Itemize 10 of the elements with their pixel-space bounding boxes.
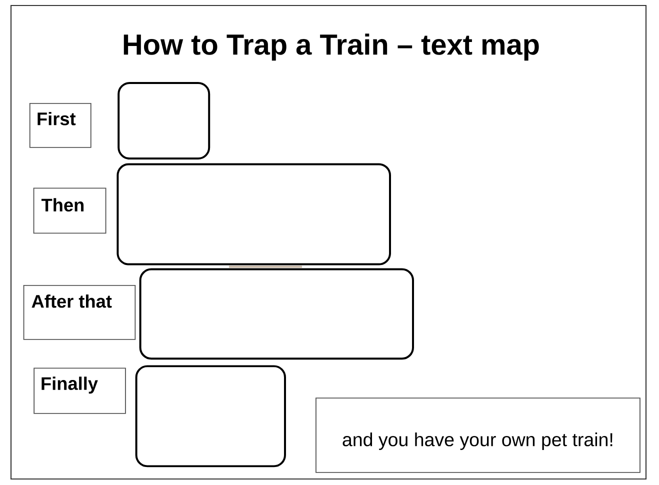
label-box: Finally <box>34 368 126 414</box>
answer-box <box>118 82 210 160</box>
text-box: and you have your own pet train! <box>316 398 640 473</box>
label-box: After that <box>23 285 136 340</box>
title: How to Trap a Train – text map <box>124 34 539 61</box>
answer-box <box>139 268 414 360</box>
label-box: First <box>29 103 92 148</box>
answer-box <box>116 163 391 266</box>
label-box: Then <box>33 188 106 234</box>
answer-box <box>135 365 286 468</box>
